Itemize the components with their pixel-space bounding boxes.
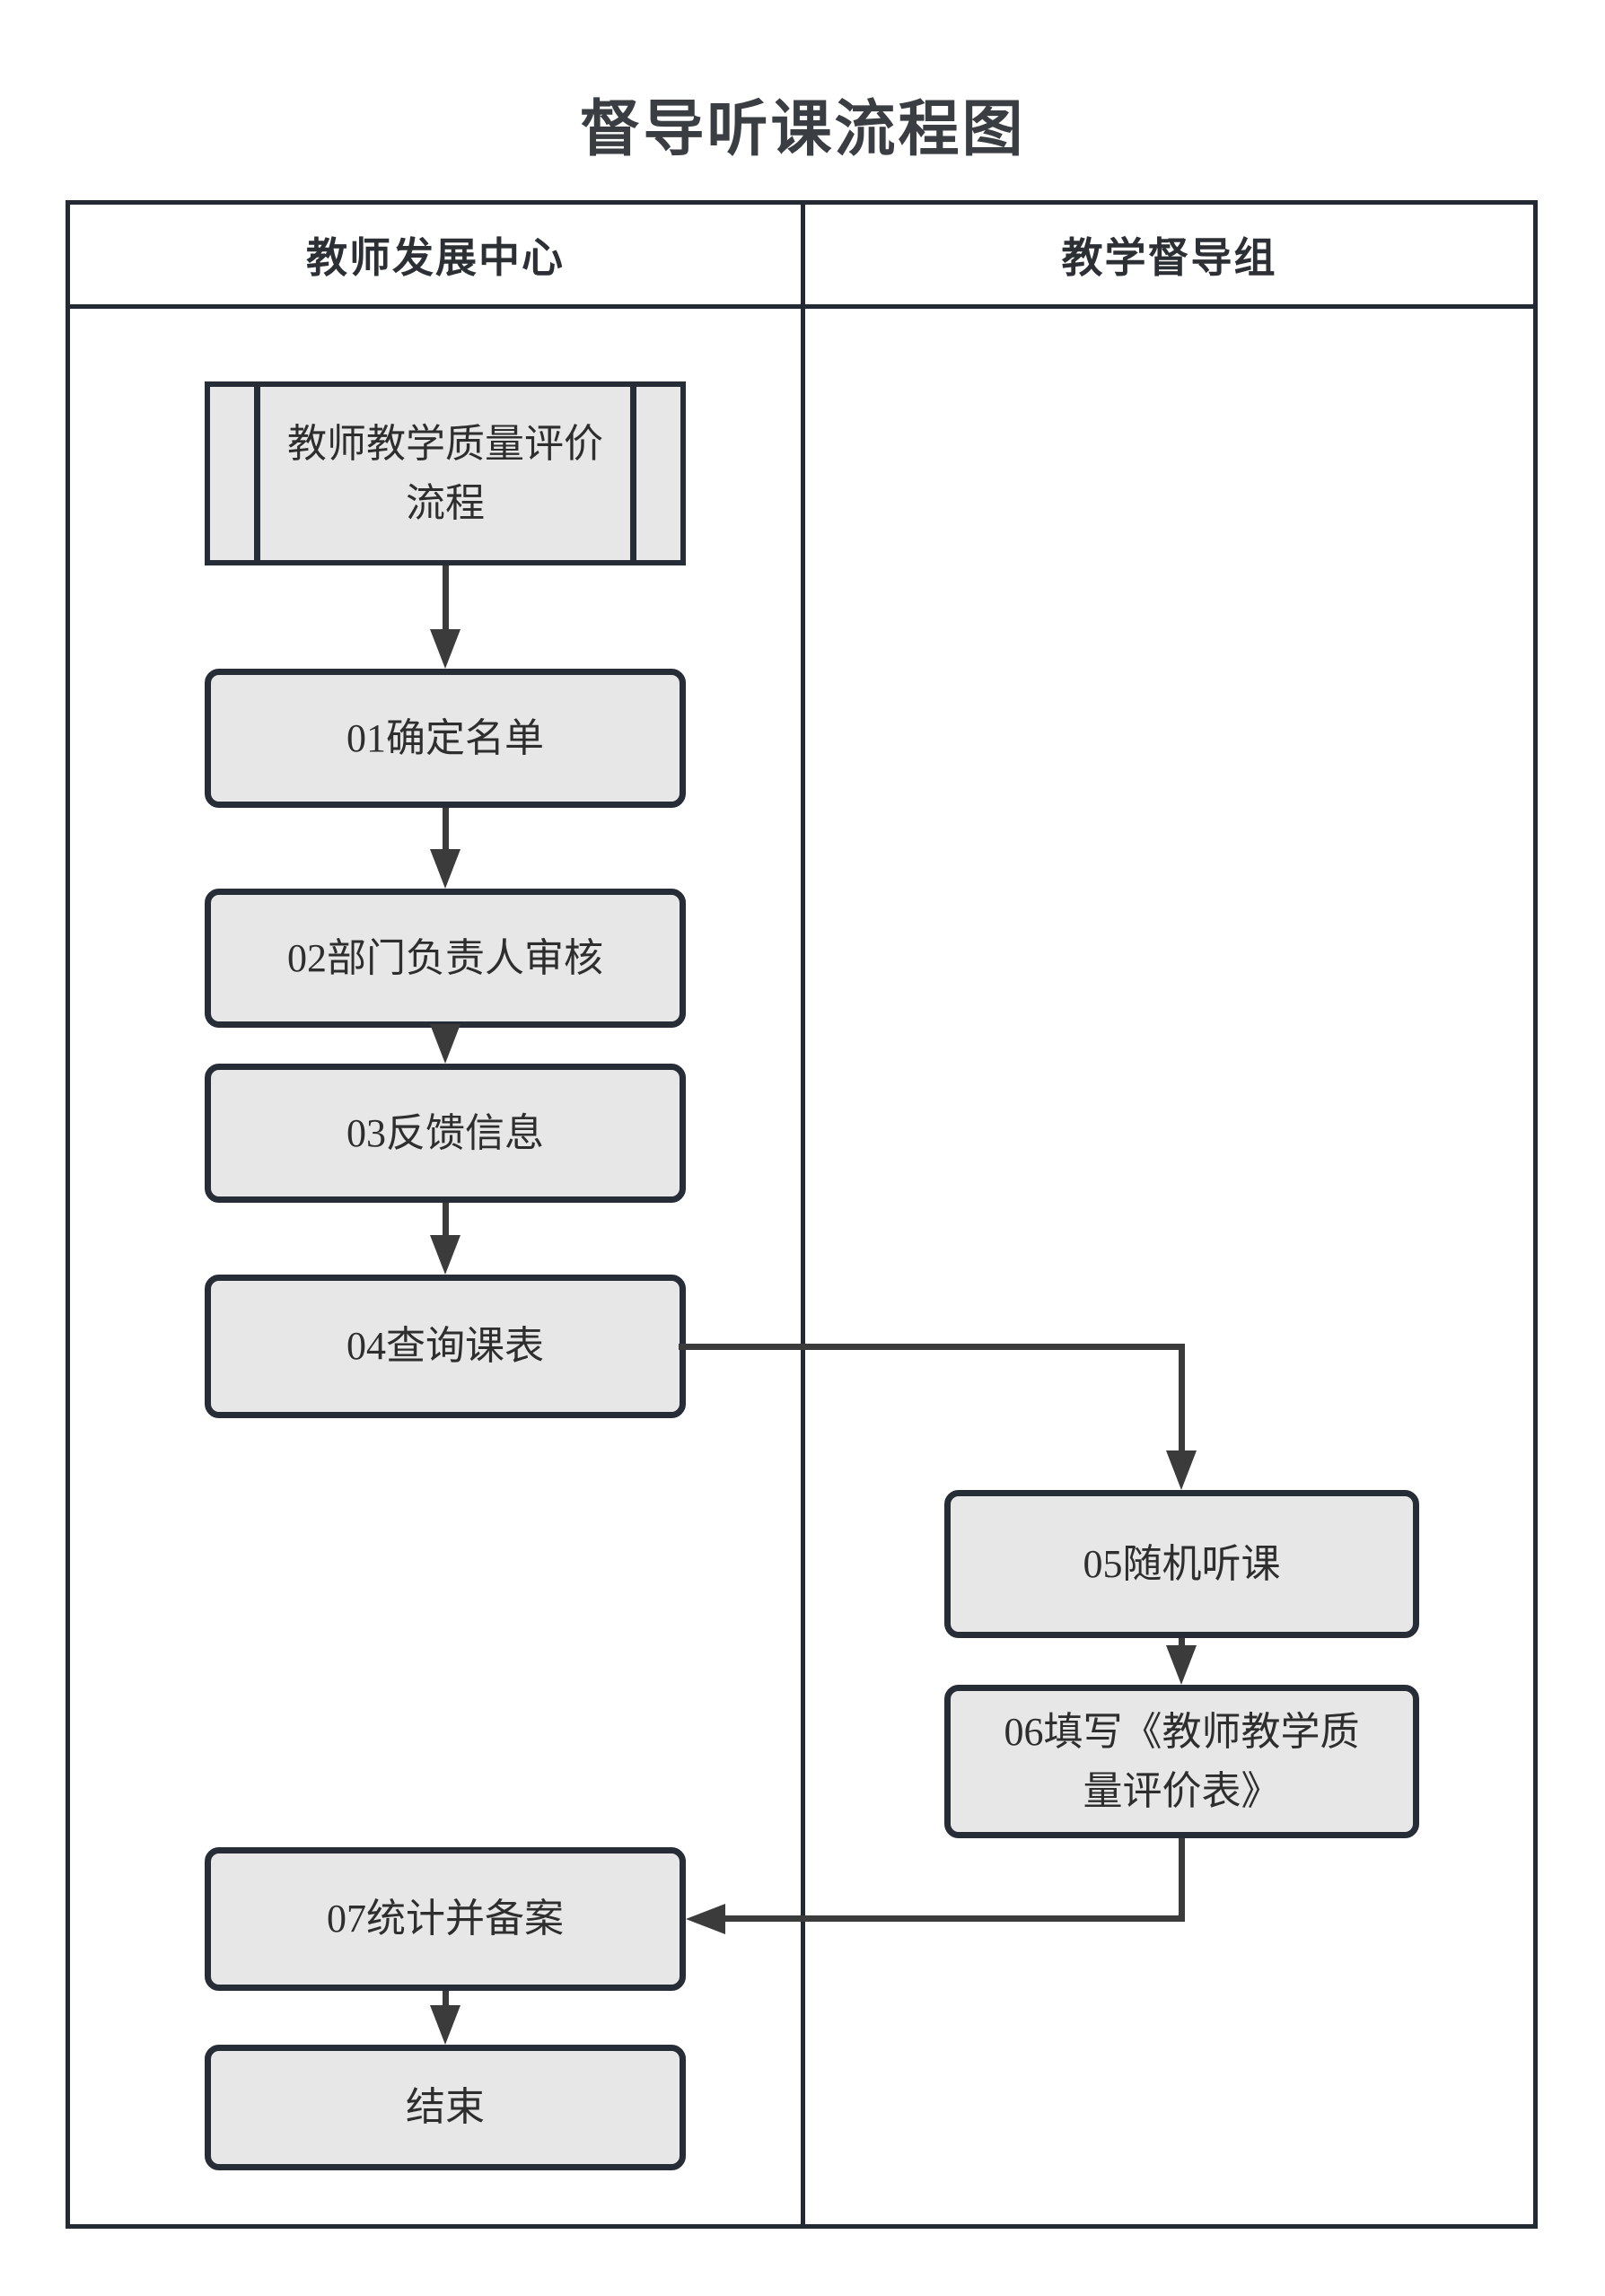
- lane-divider: [801, 200, 805, 2229]
- edge-start-step01-line: [443, 565, 449, 633]
- lane-header-label: 教师发展中心: [306, 233, 565, 281]
- node-start-predefined-process: 教师教学质量评价 流程: [205, 381, 686, 565]
- node-label: 05随机听课: [1083, 1541, 1281, 1586]
- node-step05: 05随机听课: [944, 1490, 1419, 1638]
- node-step01: 01确定名单: [205, 669, 686, 808]
- edge-step05-step06-arrowhead-icon: [1166, 1645, 1197, 1685]
- page-title: 督导听课流程图: [579, 95, 1026, 163]
- lane-header-label: 教学督导组: [1061, 233, 1277, 281]
- edge-step07-end-arrowhead-icon: [430, 2005, 460, 2045]
- edge-step01-step02-arrowhead-icon: [430, 849, 460, 889]
- edge-start-step01-arrowhead-icon: [430, 629, 460, 669]
- node-label: 03反馈信息: [346, 1110, 544, 1155]
- edge-step06-step07-horizontal-line: [724, 1915, 1185, 1922]
- node-label: 02部门负责人审核: [287, 935, 603, 980]
- predefined-process-left-bar: [254, 387, 260, 560]
- node-step06: 06填写《教师教学质 量评价表》: [944, 1685, 1419, 1838]
- edge-step07-end-line: [443, 1991, 449, 2009]
- edge-step04-step05-vertical-line: [1179, 1344, 1185, 1452]
- edge-step03-step04-arrowhead-icon: [430, 1235, 460, 1275]
- edge-step04-step05-arrowhead-icon: [1166, 1450, 1197, 1490]
- edge-step02-step03-arrowhead-icon: [430, 1024, 460, 1064]
- node-label: 04查询课表: [346, 1324, 544, 1368]
- node-step03: 03反馈信息: [205, 1064, 686, 1203]
- edge-step01-step02-line: [443, 808, 449, 853]
- lane-header-teacher-development-center: 教师发展中心: [70, 205, 801, 304]
- edge-step03-step04-line: [443, 1203, 449, 1239]
- node-label: 06填写《教师教学质 量评价表》: [1004, 1709, 1360, 1813]
- node-step07: 07统计并备案: [205, 1847, 686, 1991]
- lane-header-teaching-supervision-group: 教学督导组: [805, 205, 1533, 304]
- edge-step05-step06-line: [1179, 1638, 1185, 1649]
- node-label: 01确定名单: [346, 715, 544, 760]
- predefined-process-right-bar: [630, 387, 636, 560]
- edge-step04-step05-horizontal-line: [679, 1344, 1185, 1350]
- node-step04: 04查询课表: [205, 1275, 686, 1418]
- node-end: 结束: [205, 2045, 686, 2170]
- node-label: 结束: [406, 2085, 485, 2129]
- edge-step06-step07-arrowhead-icon: [686, 1904, 725, 1934]
- edge-step06-step07-vertical-line: [1179, 1838, 1185, 1922]
- node-label: 教师教学质量评价 流程: [287, 421, 603, 525]
- node-step02: 02部门负责人审核: [205, 889, 686, 1028]
- node-label: 07统计并备案: [327, 1897, 564, 1941]
